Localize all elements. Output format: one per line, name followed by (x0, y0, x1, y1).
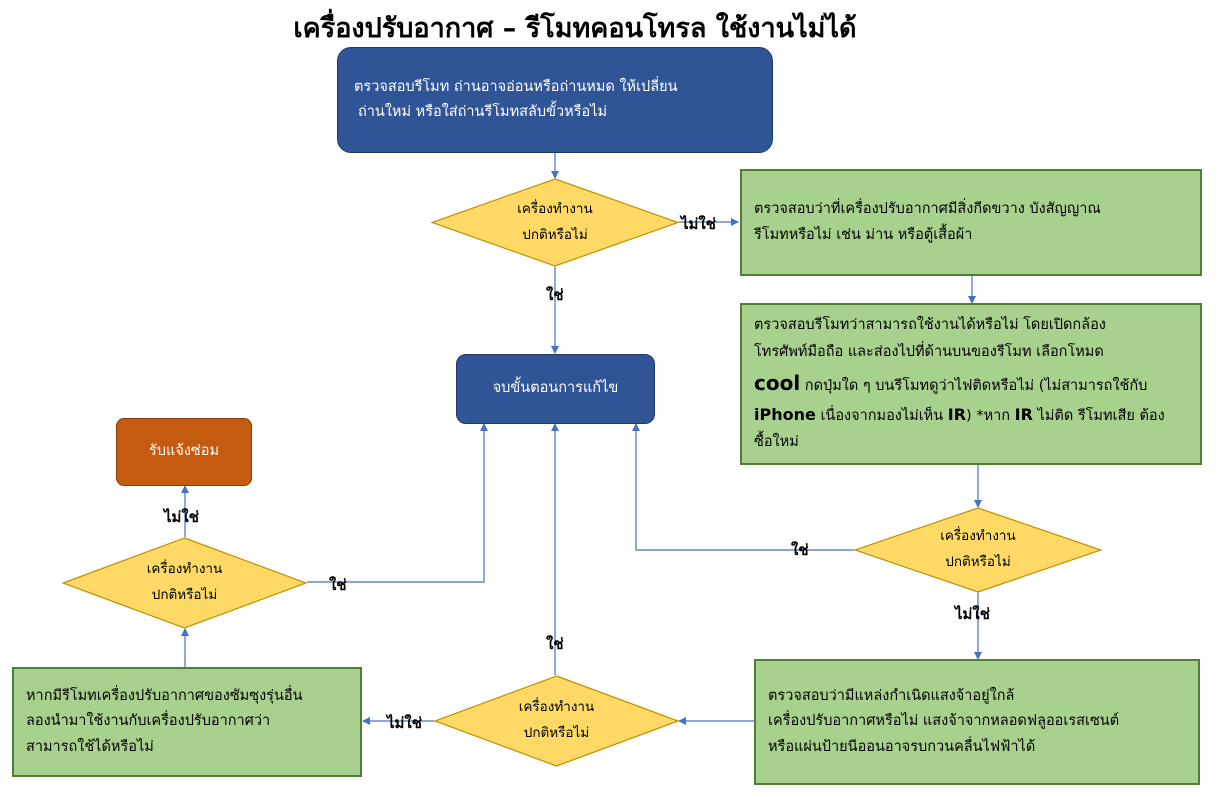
decision-diamond-2: เครื่องทำงาน ปกติหรือไม่ (853, 507, 1103, 593)
other-remote-line1: หากมีรีโมทเครื่องปรับอากาศของซัมซุงรุ่นอ… (26, 687, 303, 704)
decision2-line1: เครื่องทำงาน (940, 528, 1016, 545)
label-decision3-yes: ใช่ (546, 635, 564, 653)
iphone-word: iPhone (754, 404, 816, 424)
decision1-line1: เครื่องทำงาน (517, 200, 593, 217)
decision2-line2: ปกติหรือไม่ (945, 554, 1011, 570)
check-light-line1: ตรวจสอบว่ามีแหล่งกำเนิดแสงจ้าอยู่ใกล้ (768, 687, 1015, 704)
repair-request-label: รับแจ้งซ่อม (148, 443, 220, 460)
check-remote-line1: ตรวจสอบรีโมท ถ่านอาจอ่อนหรือถ่านหมด ให้เ… (354, 78, 678, 95)
label-decision4-yes: ใช่ (329, 576, 347, 594)
decision3-line1: เครื่องทำงาน (518, 699, 595, 716)
check-remote-line2: ถ่านใหม่ หรือใส่ถ่านรีโมทสลับขั้วหรือไม่ (358, 104, 608, 120)
decision4-line1: เครื่องทำงาน (146, 561, 223, 578)
decision-diamond-1: เครื่องทำงาน ปกติหรือไม่ (430, 178, 680, 267)
check-obstacle-line1: ตรวจสอบว่าที่เครื่องปรับอากาศมีสิ่งกีดขว… (754, 201, 1101, 218)
decision3-line2: ปกติหรือไม่ (523, 725, 590, 741)
label-decision2-no: ไม่ใช่ (955, 605, 990, 623)
check-remote-battery-box: ตรวจสอบรีโมท ถ่านอาจอ่อนหรือถ่านหมด ให้เ… (337, 47, 773, 153)
check-light-line3: หรือแผ่นป้ายนีออนอาจรบกวนคลื่นไฟฟ้าได้ (768, 738, 1036, 755)
repair-request-box: รับแจ้งซ่อม (116, 418, 252, 486)
ir-word-2: IR (1014, 404, 1033, 424)
check-ir-line4-mid1: เนื่องจากมองไม่เห็น (815, 407, 948, 424)
check-ir-line1: ตรวจสอบรีโมทว่าสามารถใช้งานได้หรือไม่ โด… (754, 317, 1106, 334)
check-ir-line3: cool กดปุ่มใด ๆ บนรีโมทดูว่าไฟติดหรือไม่… (754, 365, 1188, 401)
label-decision2-yes: ใช่ (791, 541, 809, 559)
label-decision1-yes: ใช่ (546, 286, 564, 304)
check-light-line2: เครื่องปรับอากาศหรือไม่ แสงจ้าจากหลอดฟลู… (768, 713, 1120, 730)
ir-word-1: IR (947, 404, 967, 424)
check-ir-line4: iPhone เนื่องจากมองไม่เห็น IR) *หาก IR ไ… (754, 401, 1188, 430)
label-decision3-no: ไม่ใช่ (387, 714, 422, 732)
end-process-label: จบขั้นตอนการแก้ไข (492, 380, 619, 397)
check-ir-line4-mid2: ) *หาก (966, 407, 1015, 424)
check-ir-line4-end: ไม่ติด รีโมทเสีย ต้อง (1032, 407, 1165, 424)
check-ir-box: ตรวจสอบรีโมทว่าสามารถใช้งานได้หรือไม่ โด… (740, 303, 1202, 465)
decision4-line2: ปกติหรือไม่ (151, 587, 218, 603)
label-decision1-no: ไม่ใช่ (681, 215, 716, 233)
check-light-source-box: ตรวจสอบว่ามีแหล่งกำเนิดแสงจ้าอยู่ใกล้ เค… (754, 659, 1200, 785)
label-decision4-no: ไม่ใช่ (164, 508, 199, 526)
arrow-decision4-yes-to-end (307, 423, 488, 583)
decision-diamond-3: เครื่องทำงาน ปกติหรือไม่ (433, 675, 680, 767)
check-ir-line3-rest: กดปุ่มใด ๆ บนรีโมทดูว่าไฟติดหรือไม่ (ไม่… (800, 377, 1148, 394)
check-ir-line5: ซื้อใหม่ (754, 434, 799, 451)
other-remote-line2: ลองนำมาใช้งานกับเครื่องปรับอากาศว่า (26, 713, 271, 730)
decision1-line2: ปกติหรือไม่ (522, 226, 588, 243)
arrow-decision2-yes-to-end (632, 423, 854, 551)
check-ir-line2: โทรศัพท์มือถือ และส่องไปที่ด้านบนของรีโม… (754, 343, 1104, 360)
try-other-remote-box: หากมีรีโมทเครื่องปรับอากาศของซัมซุงรุ่นอ… (12, 667, 362, 777)
end-process-box: จบขั้นตอนการแก้ไข (456, 354, 655, 424)
decision-diamond-4: เครื่องทำงาน ปกติหรือไม่ (61, 537, 308, 629)
other-remote-line3: สามารถใช้ได้หรือไม่ (26, 738, 154, 755)
diagram-title: เครื่องปรับอากาศ – รีโมทคอนโทรล ใช้งานไม… (293, 13, 857, 44)
check-obstacle-box: ตรวจสอบว่าที่เครื่องปรับอากาศมีสิ่งกีดขว… (740, 169, 1202, 276)
cool-mode-word: cool (754, 370, 801, 395)
check-obstacle-line2: รีโมทหรือไม่ เช่น ม่าน หรือตู้เสื้อผ้า (754, 226, 973, 243)
